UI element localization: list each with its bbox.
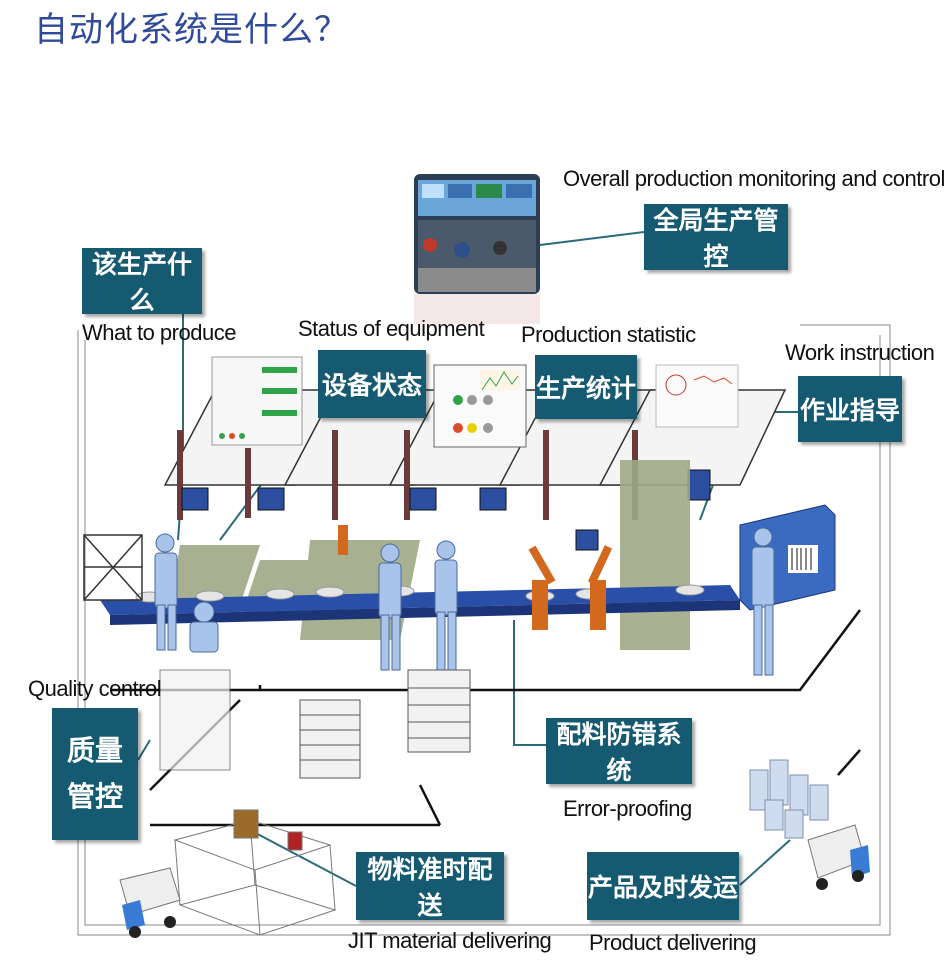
quality-label-line2: 管控	[66, 780, 123, 813]
work-label: 作业指导	[798, 376, 902, 442]
finished-goods	[749, 759, 829, 839]
product-label-text: 产品及时发运	[587, 873, 738, 902]
stat-label: 生产统计	[535, 355, 637, 419]
jit-label-text: 物料准时配送	[367, 855, 493, 920]
warehouse-shelves	[173, 809, 337, 936]
quality-label-line1: 质量	[66, 734, 123, 767]
quality-caption: Quality control	[28, 676, 162, 701]
statistic-screen	[433, 364, 527, 448]
material-rack	[83, 534, 143, 601]
overall-caption: Overall production monitoring and contro…	[563, 166, 945, 191]
error-label: 配料防错系统	[546, 718, 692, 785]
instruction-screen	[655, 364, 739, 428]
operators	[154, 527, 775, 676]
status-caption: Status of equipment	[298, 316, 485, 341]
control-room-photo	[414, 174, 540, 324]
status-label-text: 设备状态	[321, 371, 422, 400]
delivery-truck-left	[119, 867, 181, 938]
conveyor-line	[100, 584, 740, 625]
status-label: 设备状态	[318, 350, 426, 418]
overall-label: 全局生产管控	[644, 204, 788, 271]
delivery-truck-right	[807, 824, 870, 890]
page-title: 自动化系统是什么？	[34, 10, 349, 50]
what-caption: What to produce	[82, 320, 236, 345]
work-label-text: 作业指导	[799, 396, 900, 425]
robot-arms	[338, 525, 613, 630]
stat-label-text: 生产统计	[535, 374, 636, 403]
overall-label-text: 全局生产管控	[653, 206, 779, 271]
quality-label: 质量 管控	[52, 708, 138, 840]
jit-label: 物料准时配送	[356, 852, 504, 920]
jit-caption: JIT material delivering	[348, 928, 552, 953]
error-label-text: 配料防错系统	[556, 720, 682, 785]
material-carts	[159, 669, 471, 779]
what-label: 该生产什么	[82, 248, 202, 315]
stat-caption: Production statistic	[521, 322, 696, 347]
what-label-text: 该生产什么	[91, 250, 192, 315]
error-caption: Error-proofing	[563, 796, 692, 821]
status-screen	[211, 356, 303, 446]
terminal-monitors	[181, 469, 711, 551]
product-caption: Product delivering	[589, 930, 757, 955]
product-label: 产品及时发运	[587, 852, 739, 920]
work-caption: Work instruction	[785, 340, 935, 365]
